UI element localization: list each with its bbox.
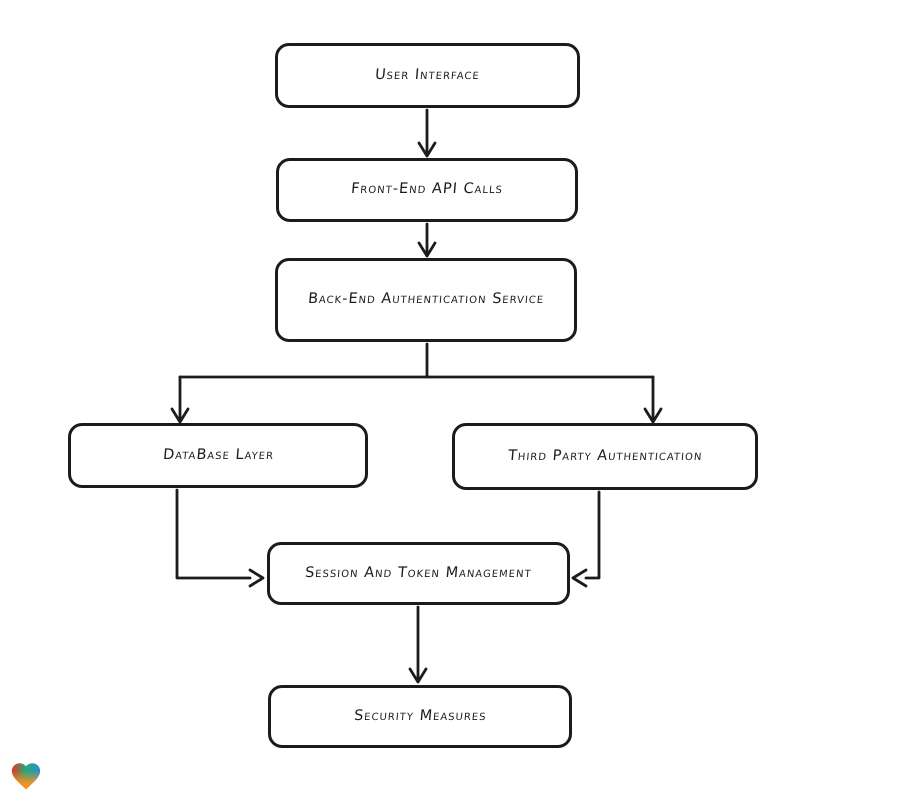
node-front-end-api-calls: Front-End API Calls (276, 158, 578, 222)
node-back-end-authentication-service-label: Back-End Authentication Service (307, 291, 545, 308)
node-third-party-authentication-label: Third Party Authentication (507, 447, 703, 464)
node-user-interface-label: User Interface (374, 66, 481, 83)
node-back-end-authentication-service: Back-End Authentication Service (275, 258, 577, 342)
edge-user-interface-to-front-end-api-calls (417, 108, 437, 158)
node-third-party-authentication: Third Party Authentication (452, 423, 758, 490)
node-security-measures: Security Measures (268, 685, 572, 748)
edge-database-layer-to-session-and-token-management (175, 488, 265, 588)
node-user-interface: User Interface (275, 43, 580, 108)
node-session-and-token-management-label: Session And Token Management (304, 564, 533, 581)
node-session-and-token-management: Session And Token Management (267, 542, 570, 605)
node-database-layer: DataBase Layer (68, 423, 368, 488)
edge-back-end-authentication-service-branch (170, 342, 663, 424)
edge-front-end-api-calls-to-back-end-authentication-service (417, 222, 437, 258)
edge-third-party-authentication-to-session-and-token-management (571, 490, 601, 588)
edge-session-and-token-management-to-security-measures (408, 605, 428, 684)
node-security-measures-label: Security Measures (353, 707, 487, 724)
gradient-heart-icon (11, 763, 41, 790)
node-front-end-api-calls-label: Front-End API Calls (350, 181, 504, 198)
node-database-layer-label: DataBase Layer (161, 446, 275, 463)
